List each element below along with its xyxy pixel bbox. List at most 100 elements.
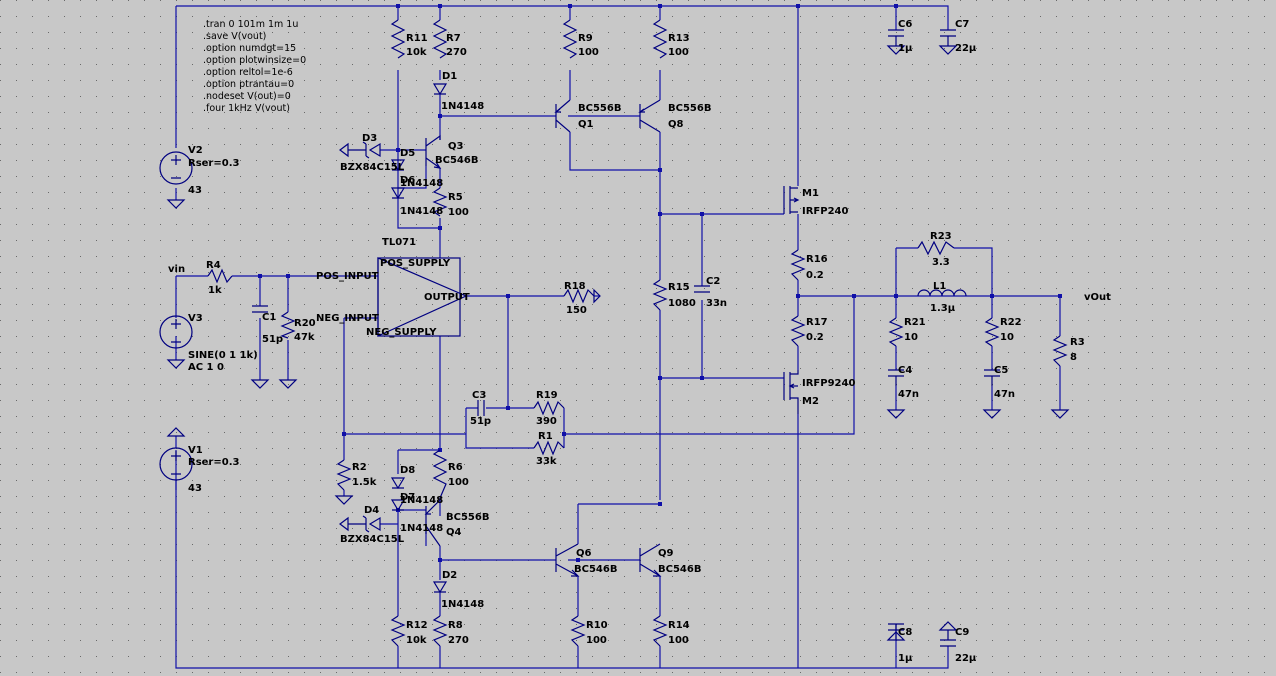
c7-value: 22µ: [955, 43, 977, 54]
c2-symbol: [694, 285, 710, 293]
c6-symbol: [888, 29, 904, 46]
q1-symbol: [554, 99, 571, 133]
wires: [175, 5, 1061, 669]
q6-ref: Q6: [576, 548, 592, 559]
r22-symbol: [984, 317, 1000, 347]
r9-value: 100: [578, 47, 599, 58]
d1-value: 1N4148: [441, 101, 484, 112]
d6-value: 1N4148: [400, 206, 443, 217]
r7-ref: R7: [446, 33, 461, 44]
r10-ref: R10: [586, 620, 608, 631]
tl071-box: [377, 257, 461, 337]
r10-symbol: [570, 615, 586, 647]
d8-symbol: [390, 477, 406, 490]
d7-ref: D7: [400, 492, 415, 503]
r16-value: 0.2: [806, 270, 824, 281]
q8-ref: Q8: [668, 119, 684, 130]
r15-ref: R15: [668, 282, 690, 293]
c3-symbol: [477, 400, 485, 416]
r1-symbol: [533, 440, 565, 456]
r13-symbol: [652, 19, 668, 59]
r3-ref: R3: [1070, 337, 1085, 348]
r23-value: 3.3: [932, 257, 950, 268]
r1-value: 33k: [536, 456, 557, 467]
c6-ref: C6: [898, 19, 912, 30]
c1-value: 51p: [262, 334, 283, 345]
m1-ref: M1: [802, 188, 819, 199]
d1-ref: D1: [442, 71, 457, 82]
q6-value: BC546B: [574, 564, 617, 575]
r20-value: 47k: [294, 332, 315, 343]
q4-ref: Q4: [446, 527, 462, 538]
r4-ref: R4: [206, 260, 221, 271]
d5-ref: D5: [400, 148, 415, 159]
r11-value: 10k: [406, 47, 427, 58]
c5-ref: C5: [994, 365, 1008, 376]
ground: [166, 359, 186, 369]
r20-symbol: [280, 311, 296, 339]
d6-ref: D6: [400, 175, 415, 186]
d7-symbol: [390, 499, 406, 512]
net-labels: vin vOut: [168, 264, 1111, 303]
r5-value: 100: [448, 207, 469, 218]
net-vout: vOut: [1084, 292, 1111, 303]
r18-output-arrow: [593, 288, 601, 304]
pin-pos-supply: POS_SUPPLY: [380, 258, 451, 269]
c8-value: 1µ: [898, 653, 913, 664]
q9-ref: Q9: [658, 548, 674, 559]
r23-ref: R23: [930, 231, 952, 242]
r2-symbol: [336, 459, 352, 491]
q8-symbol: [638, 99, 661, 133]
r11-symbol: [390, 19, 406, 59]
r16-ref: R16: [806, 254, 828, 265]
d2-symbol: [432, 581, 448, 594]
v1-param: Rser=0.3: [188, 457, 240, 468]
r17-ref: R17: [806, 317, 828, 328]
v3-value: SINE(0 1 1k): [188, 350, 258, 361]
r18-symbol: [563, 288, 595, 304]
v1-value: 43: [188, 483, 202, 494]
r22-ref: R22: [1000, 317, 1022, 328]
ground: [166, 427, 186, 437]
pin-output: OUTPUT: [424, 292, 470, 303]
ground: [938, 45, 958, 55]
d8-value: 1N4148: [400, 495, 443, 506]
r1-ref: R1: [538, 431, 553, 442]
v1-symbol: [159, 447, 193, 481]
m1-value: IRFP240: [802, 206, 848, 217]
r16-symbol: [790, 249, 806, 281]
r14-symbol: [652, 615, 668, 647]
d2-ref: D2: [442, 570, 457, 581]
c4-value: 47n: [898, 389, 919, 400]
r18-ref: R18: [564, 281, 586, 292]
r15-symbol: [652, 279, 668, 311]
m2-symbol: [783, 370, 799, 414]
v1-ref: V1: [188, 445, 203, 456]
directive-5: .option reltol=1e-6: [203, 67, 293, 78]
v2-value: 43: [188, 185, 202, 196]
r15-value: 1080: [668, 298, 696, 309]
d5-symbol: [390, 159, 406, 172]
ground: [982, 409, 1002, 419]
m2-value: IRFP9240: [802, 378, 855, 389]
q4-value: BC556B: [446, 512, 489, 523]
d4-symbol: [348, 515, 381, 533]
c1-ref: C1: [262, 312, 276, 323]
r5-symbol: [432, 187, 448, 217]
r19-ref: R19: [536, 390, 558, 401]
q3-ref: Q3: [448, 141, 464, 152]
r2-value: 1.5k: [352, 477, 377, 488]
v2-param: Rser=0.3: [188, 158, 240, 169]
q9-value: BC546B: [658, 564, 701, 575]
d2-value: 1N4148: [441, 599, 484, 610]
r8-symbol: [432, 615, 448, 647]
r19-value: 390: [536, 416, 557, 427]
q6-symbol: [555, 543, 580, 577]
m2-ref: M2: [802, 396, 819, 407]
directive-4: .option plotwinsize=0: [203, 55, 306, 66]
spice-directives: .tran 0 101m 1m 1u .save V(vout) .option…: [203, 19, 306, 114]
r21-ref: R21: [904, 317, 926, 328]
c5-value: 47n: [994, 389, 1015, 400]
directive-3: .option numdgt=15: [203, 43, 296, 54]
